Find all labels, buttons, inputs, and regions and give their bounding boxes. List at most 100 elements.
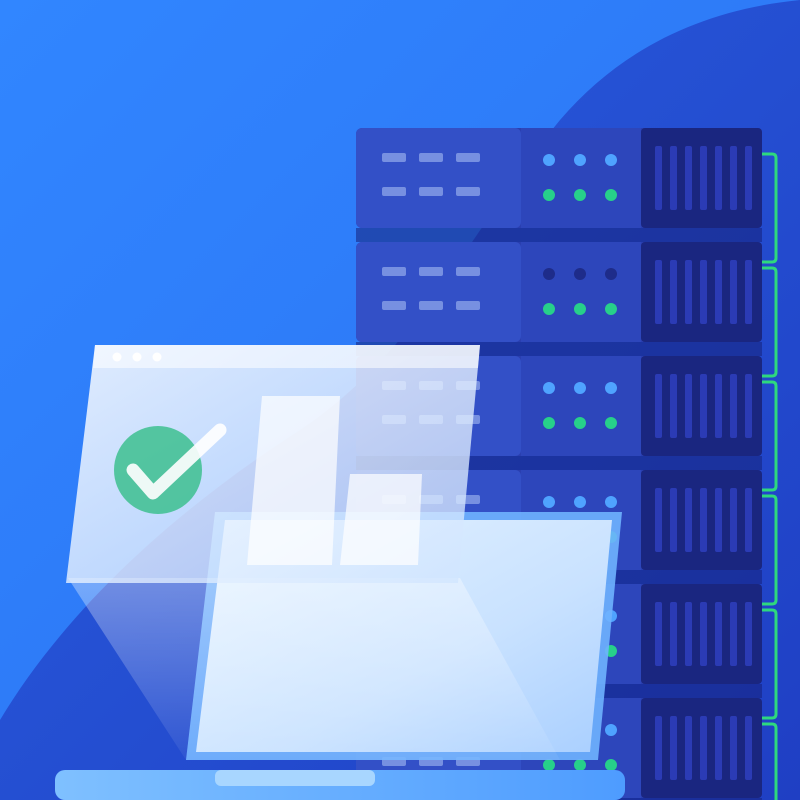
status-led [605,417,617,429]
check-icon [114,423,227,514]
status-led [605,154,617,166]
cable-bracket [762,722,778,800]
vent-slot [730,602,737,666]
status-led [605,303,617,315]
window-dot-2 [132,352,142,362]
vent-slot [715,374,722,438]
status-led [574,268,586,280]
drive-slot [456,153,480,162]
drive-slot [456,187,480,196]
cable-bracket [762,266,778,378]
vent-slot [700,260,707,324]
status-led [543,268,555,280]
vent-slot [670,602,677,666]
server-led-panel [521,128,641,228]
vent-slot [715,260,722,324]
status-led [543,417,555,429]
status-led [543,759,555,771]
vent-slot [685,602,692,666]
vent-slot [655,146,662,210]
vent-slot [700,374,707,438]
status-led [543,154,555,166]
status-led [574,303,586,315]
vent-slot [685,260,692,324]
drive-slot [382,301,406,310]
server-unit-face [356,242,521,342]
status-led [605,724,617,736]
vent-slot [655,602,662,666]
dashboard-window-icon [66,345,480,583]
vent-slot [670,716,677,780]
vent-slot [670,146,677,210]
vent-slot [655,374,662,438]
vent-slot [730,374,737,438]
vent-slot [715,716,722,780]
window-dot-3 [152,352,162,362]
status-led [543,496,555,508]
window-dot-1 [112,352,122,362]
vent-slot [715,146,722,210]
drive-slot [419,267,443,276]
light-beam [68,578,560,760]
vent-slot [700,602,707,666]
vent-slot [700,488,707,552]
vent-slot [715,602,722,666]
dashboard-titlebar [93,345,480,368]
status-led [574,154,586,166]
server-led-panel [521,356,641,456]
vent-slot [700,716,707,780]
status-led [605,268,617,280]
status-led [574,417,586,429]
server-unit [356,128,778,264]
vent-slot [730,260,737,324]
vent-slot [745,488,752,552]
drive-slot [382,187,406,196]
bar-chart-icon [247,396,422,565]
vent-slot [745,374,752,438]
bar-short [340,474,422,565]
status-led [605,759,617,771]
server-unit-face [356,128,521,228]
vent-slot [730,716,737,780]
cable-bracket [762,494,778,606]
vent-slot [730,488,737,552]
cable-bracket [762,152,778,264]
status-led [605,496,617,508]
status-led [605,382,617,394]
drive-slot [419,301,443,310]
status-led [574,382,586,394]
drive-slot [382,153,406,162]
vent-slot [685,374,692,438]
cable-bracket [762,608,778,720]
laptop-notch [215,770,375,786]
drive-slot [456,301,480,310]
status-led [543,189,555,201]
vent-slot [745,260,752,324]
vent-slot [670,488,677,552]
drive-slot [382,267,406,276]
drive-slot [419,187,443,196]
status-led [574,496,586,508]
vent-slot [745,602,752,666]
bar-tall [247,396,340,565]
vent-slot [685,488,692,552]
vent-slot [670,374,677,438]
vent-slot [655,260,662,324]
vent-slot [655,488,662,552]
vent-slot [655,716,662,780]
drive-slot [419,153,443,162]
drive-slot [456,267,480,276]
cable-bracket [762,380,778,492]
vent-slot [670,260,677,324]
vent-slot [730,146,737,210]
vent-slot [745,146,752,210]
vent-slot [685,716,692,780]
status-led [543,303,555,315]
status-led [543,382,555,394]
status-led [574,189,586,201]
vent-slot [745,716,752,780]
unit-gap [356,228,762,242]
status-led [605,189,617,201]
